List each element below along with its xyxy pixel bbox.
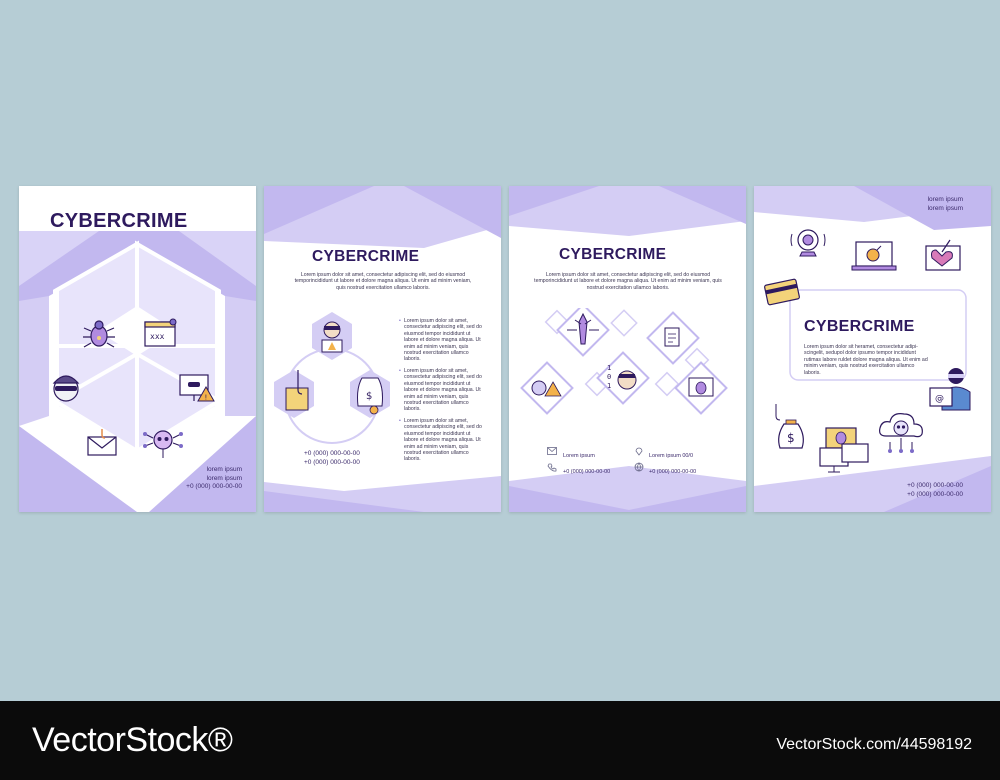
credit-card-icon bbox=[764, 278, 800, 306]
page2-background bbox=[264, 186, 501, 512]
brochure-page-4: lorem ipsum lorem ipsum CYBERCRIME Lorem… bbox=[754, 186, 991, 512]
skull-network-icon bbox=[143, 430, 183, 458]
hacker-laptop-icon: @ bbox=[929, 368, 971, 411]
diamond-icons-group: 1 0 1 bbox=[520, 308, 728, 415]
contact-phone: +0 (000) 000-00-00 bbox=[563, 469, 611, 475]
contact-phone: +0 (000) 000-00-00 bbox=[186, 483, 242, 490]
brochure-page-3: CYBERCRIME Lorem ipsum dolor sit amet, c… bbox=[509, 186, 746, 512]
bullet-dot: • bbox=[399, 318, 401, 324]
contact-line: lorem ipsum bbox=[927, 204, 963, 212]
page4-title: CYBERCRIME bbox=[804, 318, 915, 335]
contact-phone: +0 (000) 000-00-00 bbox=[649, 469, 697, 475]
page3-contact-right: Lorem ipsum 00/0 +0 (000) 000-00-00 bbox=[649, 448, 696, 480]
cover-background bbox=[19, 231, 256, 512]
infected-computers-icon bbox=[819, 427, 869, 473]
page4-contact: +0 (000) 000-00-00 +0 (000) 000-00-00 bbox=[907, 482, 963, 499]
contact-phone: +0 (000) 000-00-00 bbox=[907, 490, 963, 498]
bullet-3: Lorem ipsum dolor sit amet, consectetur … bbox=[404, 418, 482, 463]
svg-text:$: $ bbox=[366, 391, 372, 402]
page4-top-text: lorem ipsum lorem ipsum bbox=[928, 196, 963, 213]
watermark-id: VectorStock.com/44598192 bbox=[776, 736, 972, 753]
globe-icon bbox=[634, 462, 644, 472]
monitor-warning-icon: ! bbox=[179, 374, 215, 402]
brochure-cover: CYBERCRIME xxx ! lorem ipsum lor bbox=[19, 186, 256, 512]
location-pin-icon bbox=[635, 447, 643, 456]
phone-icon bbox=[547, 463, 557, 472]
svg-text:!: ! bbox=[205, 394, 208, 402]
svg-text:$: $ bbox=[787, 431, 795, 445]
mail-hook-icon bbox=[87, 429, 117, 456]
svg-text:@: @ bbox=[935, 394, 944, 404]
page3-contact-left: Lorem ipsum +0 (000) 000-00-00 bbox=[563, 448, 610, 480]
contact-line: lorem ipsum bbox=[206, 474, 242, 482]
contact-line: lorem ipsum bbox=[206, 466, 242, 473]
bullet-2: Lorem ipsum dolor sit amet, consectetur … bbox=[404, 368, 482, 413]
contact-address: Lorem ipsum 00/0 bbox=[649, 453, 694, 459]
contact-phone: +0 (000) 000-00-00 bbox=[907, 482, 963, 489]
page4-background bbox=[754, 186, 991, 512]
cloud-skull-icon bbox=[879, 413, 923, 453]
contact-phone: +0 (000) 000-00-00 bbox=[304, 450, 360, 457]
page4-body: Lorem ipsum dolor sit heramet, consectet… bbox=[804, 344, 928, 376]
watermark-logo: VectorStock® bbox=[32, 721, 233, 759]
svg-text:xxx: xxx bbox=[150, 332, 165, 341]
laptop-bomb-icon bbox=[851, 241, 897, 271]
contact-line: lorem ipsum bbox=[927, 196, 963, 203]
thief-icon bbox=[52, 375, 80, 402]
bug-icon bbox=[83, 320, 115, 348]
bullet-dot: • bbox=[399, 368, 401, 374]
page3-background bbox=[509, 186, 746, 512]
webcam-icon bbox=[790, 229, 826, 257]
page2-title: CYBERCRIME bbox=[312, 248, 420, 265]
hexagon-icons-group: $ bbox=[274, 312, 390, 418]
contact-phone: +0 (000) 000-00-00 bbox=[304, 458, 360, 466]
bullet-1: Lorem ipsum dolor sit amet, consectetur … bbox=[404, 318, 482, 363]
watermark-bar: VectorStock® VectorStock.com/44598192 bbox=[0, 701, 1000, 780]
page3-intro: Lorem ipsum dolor sit amet, consectetur … bbox=[534, 272, 722, 291]
page2-intro: Lorem ipsum dolor sit amet, consectetur … bbox=[294, 272, 472, 291]
cover-title: CYBERCRIME bbox=[50, 210, 188, 232]
svg-text:0: 0 bbox=[607, 373, 611, 381]
page3-title: CYBERCRIME bbox=[559, 246, 667, 263]
browser-error-icon: xxx bbox=[144, 318, 177, 347]
cover-contact: lorem ipsum lorem ipsum +0 (000) 000-00-… bbox=[186, 466, 242, 492]
svg-text:1: 1 bbox=[607, 382, 611, 390]
money-bag-hook-icon: $ bbox=[775, 404, 804, 449]
page2-contact: +0 (000) 000-00-00 +0 (000) 000-00-00 bbox=[304, 450, 360, 467]
brochure-page-2: CYBERCRIME Lorem ipsum dolor sit amet, c… bbox=[264, 186, 501, 512]
svg-text:1: 1 bbox=[607, 364, 611, 372]
mail-icon bbox=[547, 447, 557, 455]
bullet-dot: • bbox=[399, 418, 401, 424]
contact-email: Lorem ipsum bbox=[563, 453, 595, 459]
heart-monitor-icon bbox=[925, 239, 961, 271]
